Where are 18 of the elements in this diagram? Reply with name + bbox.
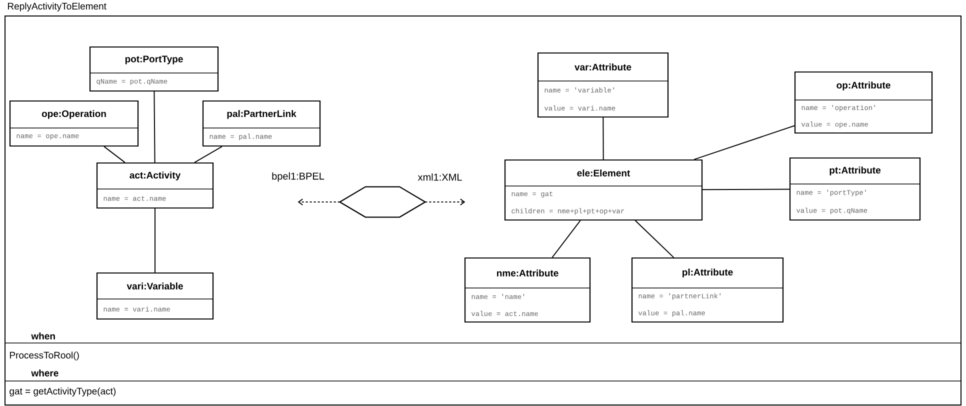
- connector: [154, 91, 156, 163]
- connector: [602, 117, 604, 160]
- connector: [154, 208, 156, 273]
- connector: [702, 188, 790, 190]
- section-label: ProcessToRool(): [8, 350, 80, 362]
- diagram-title: ReplyActivityToElement: [8, 2, 106, 12]
- connector: [194, 146, 222, 163]
- section-label: when: [30, 332, 56, 340]
- connector: [634, 220, 674, 258]
- connector: [552, 220, 581, 258]
- edge-label: bpel1:BPEL: [272, 172, 324, 182]
- connector: [298, 198, 340, 206]
- connector: [424, 198, 466, 206]
- edge-label: xml1:XML: [418, 173, 462, 181]
- connector: [694, 125, 795, 160]
- section-label: where: [30, 368, 60, 378]
- connector: [104, 146, 126, 163]
- section-label: gat = getActivityType(act): [8, 386, 118, 398]
